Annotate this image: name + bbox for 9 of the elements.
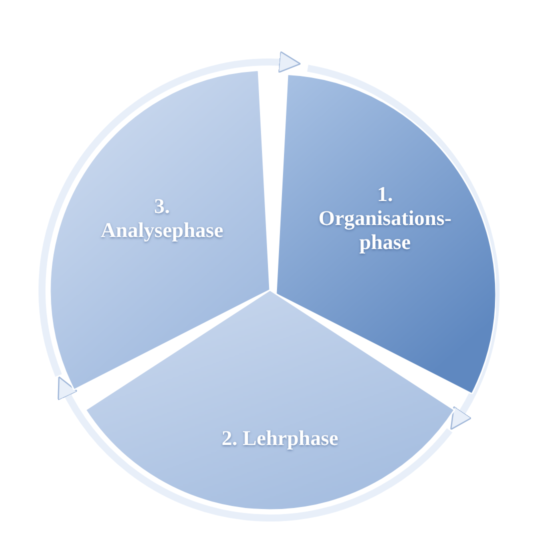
segment-label: 3. Analysephase bbox=[100, 194, 224, 242]
cycle-arrow bbox=[306, 64, 500, 430]
cycle-arrow bbox=[38, 52, 301, 377]
segment-label: 2. Lehrphase bbox=[220, 426, 340, 450]
segment-label: 1. Organisations-phase bbox=[317, 182, 452, 254]
cycle-segment bbox=[85, 290, 455, 510]
cycle-segment bbox=[50, 70, 270, 390]
cycle-segment bbox=[276, 74, 496, 394]
cycle-arrow bbox=[58, 376, 452, 522]
